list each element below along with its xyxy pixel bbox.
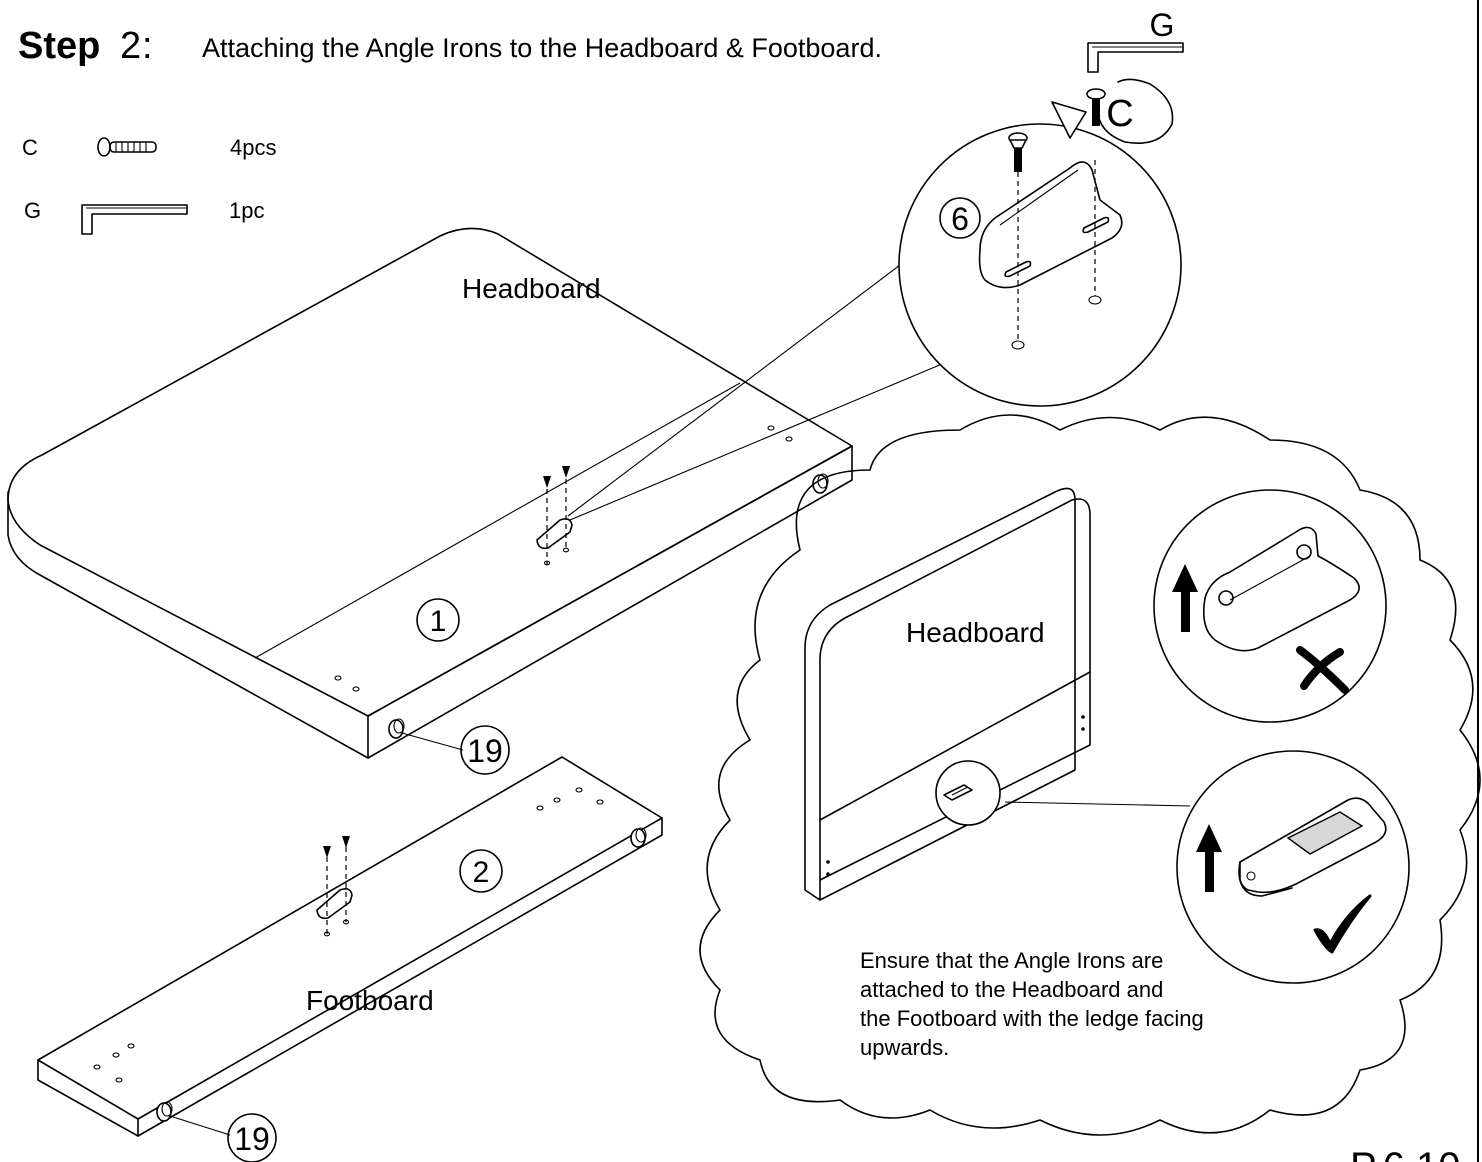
callout-part-2: 2: [473, 856, 490, 889]
step-title: Attaching the Angle Irons to the Headboa…: [202, 33, 882, 63]
allen-key-icon: [81, 204, 188, 235]
wrong-orientation-detail: [1153, 489, 1387, 723]
part-letter-g: G: [24, 198, 41, 223]
callout-circle-1: [416, 598, 460, 642]
headboard-panel: [7, 227, 943, 759]
note-line-1: Ensure that the Angle Irons are: [860, 948, 1163, 973]
up-arrow-icon: [1196, 824, 1222, 892]
leader-19-head: [401, 732, 464, 751]
correct-orientation-detail: [1176, 750, 1410, 984]
note-line-4: upwards.: [860, 1035, 949, 1060]
callout-part-1: 1: [430, 605, 447, 638]
callout-circle-2: [459, 849, 503, 893]
part-qty-g: 1pc: [229, 198, 264, 223]
headboard-standing: [804, 487, 1091, 901]
dowel-footboard-left: [156, 1101, 173, 1122]
leader-19-foot: [169, 1115, 231, 1136]
callout-circle-6: [939, 197, 981, 239]
part-qty-c: 4pcs: [230, 135, 276, 160]
zoom-angle-iron-detail: [898, 123, 1182, 407]
step-colon: :: [142, 25, 153, 67]
part-letter-c: C: [22, 135, 38, 160]
footboard-panel: [37, 756, 663, 1137]
screw-c-label: C: [1106, 93, 1133, 135]
step-word: Step: [18, 25, 100, 67]
angle-iron-headboard: [536, 466, 573, 566]
callout-circle-19-foot: [227, 1113, 277, 1162]
screw-top-icon: [1086, 88, 1106, 126]
dowel-footboard-right: [630, 827, 647, 848]
cross-mark-icon: [1296, 646, 1349, 694]
check-mark-icon: [1313, 894, 1372, 954]
screw-c-icon: [1008, 132, 1028, 172]
screw-icon: [97, 137, 157, 157]
footboard-label: Footboard: [306, 985, 434, 1016]
note-line-3: the Footboard with the ledge facing: [860, 1006, 1204, 1031]
up-arrow-icon: [1172, 564, 1198, 632]
rotation-arrow-icon: [1051, 78, 1174, 144]
tool-g-label: G: [1150, 7, 1175, 43]
callout-dowel-19-foot: 19: [234, 1121, 270, 1157]
parts-list: C 4pcs G 1pc: [22, 135, 276, 235]
callout-angle-iron-6: 6: [951, 201, 969, 237]
allen-key-g-icon: [1087, 42, 1184, 73]
headboard-cloud-label: Headboard: [906, 617, 1045, 648]
callout-dowel-19-head: 19: [467, 733, 503, 769]
cloud-detail-bubble: Headboard: [699, 414, 1481, 1136]
step-number: 2: [120, 25, 141, 67]
headboard-label: Headboard: [462, 273, 601, 304]
callout-circle-19-head: [460, 725, 510, 775]
note-line-2: attached to the Headboard and: [860, 977, 1163, 1002]
page-reference: P.6 10: [1350, 1145, 1461, 1162]
angle-iron-footboard: [316, 836, 353, 937]
dowel-headboard-left: [388, 718, 405, 739]
